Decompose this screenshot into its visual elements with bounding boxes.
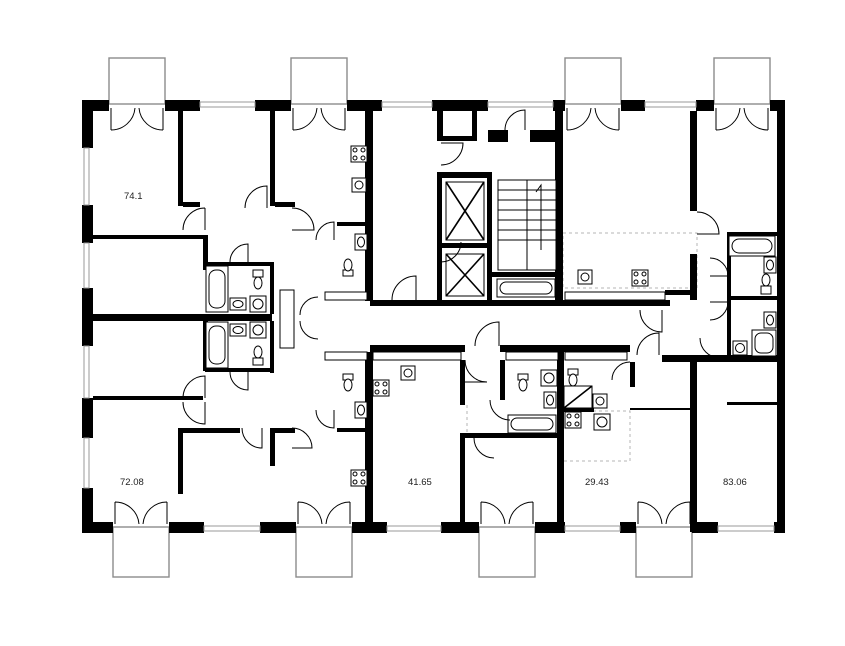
kitchen-counter: [324, 351, 368, 361]
apartment-area-label: 72.08: [120, 477, 144, 488]
bathtub-icon: [205, 321, 229, 369]
windows: [83, 101, 775, 532]
sink-icon: [577, 269, 593, 285]
sink-icon: [763, 256, 777, 274]
sink-icon: [354, 401, 368, 419]
washing-machine-icon: [732, 340, 748, 356]
toilet-icon: [252, 345, 264, 366]
bathtub-icon: [496, 278, 556, 298]
sink-icon: [351, 177, 367, 193]
apartment-area-label: 29.43: [585, 477, 609, 488]
balcony-bottom-2: [295, 526, 353, 578]
elevator-icon: [445, 181, 485, 241]
bathtub-icon: [728, 235, 776, 257]
sink-icon: [229, 323, 247, 337]
balcony-top-1: [108, 57, 166, 105]
bathtub-icon: [751, 329, 777, 357]
sink-icon: [592, 393, 608, 409]
apartment-area-label: 83.06: [723, 477, 747, 488]
washing-machine-icon: [593, 413, 611, 431]
area-labels: 74.1 72.08 41.65 29.43 83.06: [120, 191, 747, 488]
shower-icon: [279, 289, 295, 349]
apartment-area-label: 74.1: [124, 191, 143, 202]
bathtub-icon: [205, 265, 229, 313]
kitchen-zone-bottom-right: [562, 410, 631, 462]
washing-machine-icon: [249, 321, 267, 339]
kitchen-counter: [505, 351, 559, 361]
washing-machine-icon: [249, 295, 267, 313]
toilet-icon: [342, 258, 354, 277]
balcony-bottom-4: [635, 526, 693, 578]
kitchen-counter: [564, 291, 666, 301]
apartment-area-label: 41.65: [408, 477, 432, 488]
cooktop-icon: [350, 145, 368, 163]
sink-icon: [543, 391, 557, 409]
washing-machine-icon: [540, 369, 558, 387]
sink-icon: [763, 311, 777, 329]
bathtub-icon: [507, 414, 557, 434]
cooktop-icon: [631, 269, 649, 287]
balcony-top-3: [564, 57, 622, 105]
toilet-icon: [342, 373, 354, 392]
cooktop-icon: [350, 469, 368, 487]
balcony-bottom-3: [478, 526, 536, 578]
kitchen-counter: [372, 351, 462, 361]
balcony-bottom-1: [112, 526, 170, 578]
toilet-icon: [760, 273, 772, 295]
doors: [110, 107, 769, 525]
balconies: [108, 57, 771, 578]
staircase-icon: [497, 179, 557, 271]
sink-icon: [400, 365, 416, 381]
kitchen-counter: [324, 291, 368, 301]
fixtures: [205, 145, 777, 487]
toilet-icon: [517, 373, 529, 392]
shower-icon: [563, 385, 593, 409]
kitchen-counter: [564, 351, 628, 361]
toilet-icon: [567, 368, 579, 387]
sink-icon: [354, 233, 368, 251]
cooktop-icon: [564, 411, 582, 429]
elevator-icon: [445, 253, 485, 297]
balcony-top-2: [290, 57, 348, 105]
toilet-icon: [252, 269, 264, 290]
cooktop-icon: [372, 379, 390, 397]
interior-walls: [82, 111, 777, 533]
balcony-top-4: [713, 57, 771, 105]
stair-core: [445, 179, 557, 297]
sink-icon: [229, 297, 247, 311]
